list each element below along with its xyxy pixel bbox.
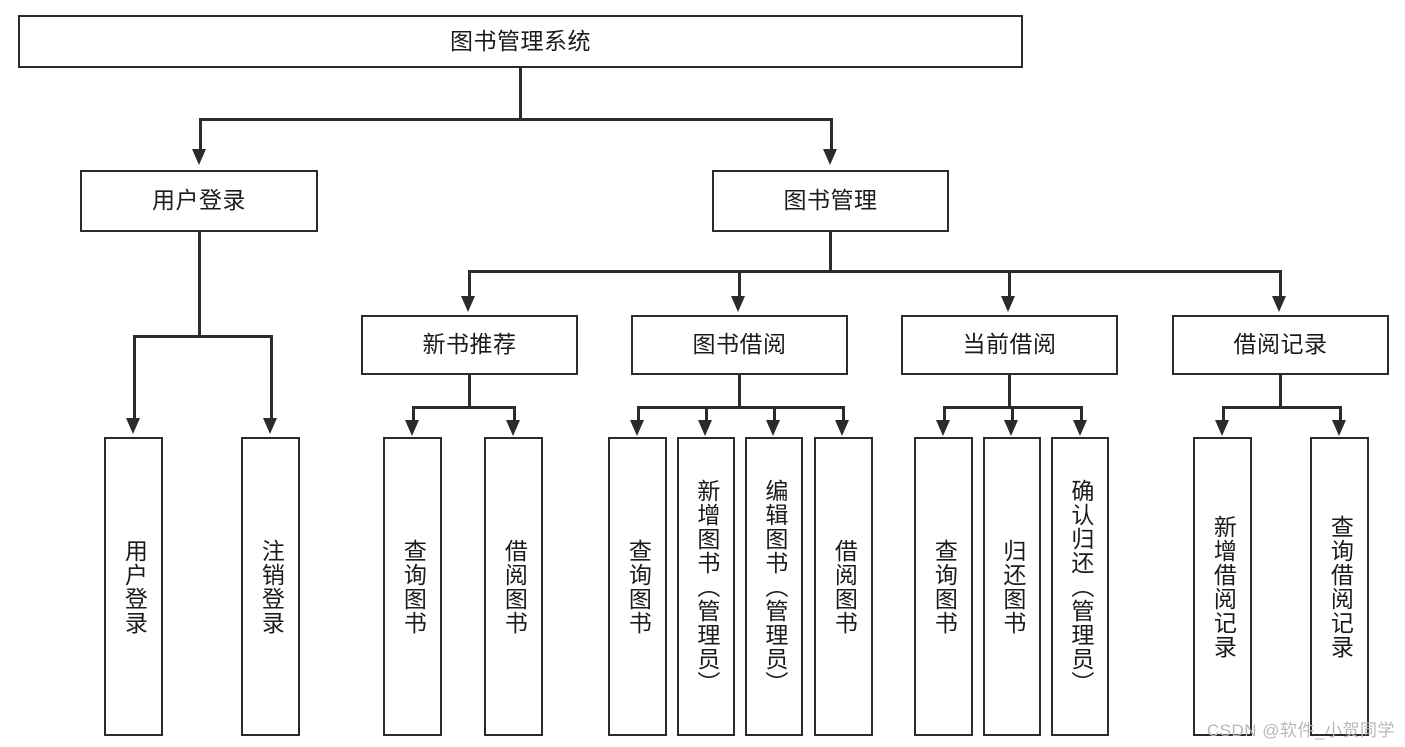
connector-book-borrow-drop-3 [773, 406, 776, 422]
arrow-down-icon [835, 420, 849, 436]
node-borrow-records[interactable]: 借阅记录 [1172, 315, 1389, 375]
connector-level3-drop-4 [1279, 270, 1282, 298]
arrow-down-icon [506, 420, 520, 436]
leaf-borrow-book-recommend[interactable]: 借阅图书 [484, 437, 543, 736]
connector-current-borrow-drop-2 [1011, 406, 1014, 422]
arrow-down-icon [1073, 420, 1087, 436]
node-label: 新增图书（管理员） [693, 478, 720, 695]
connector-book-borrow-drop-1 [637, 406, 640, 422]
leaf-user-logout[interactable]: 注销登录 [241, 437, 300, 736]
node-new-book-recommend[interactable]: 新书推荐 [361, 315, 578, 375]
node-label: 借阅记录 [1233, 331, 1328, 358]
node-label: 新增借阅记录 [1210, 514, 1237, 659]
leaf-query-book-recommend[interactable]: 查询图书 [383, 437, 442, 736]
node-label: 编辑图书（管理员） [761, 478, 788, 695]
connector-new-book-bar [412, 406, 515, 409]
connector-book-borrow-drop-2 [705, 406, 708, 422]
node-label: 查询图书 [931, 538, 958, 635]
connector-book-borrow-drop-4 [842, 406, 845, 422]
node-label: 用户登录 [121, 538, 148, 635]
arrow-down-icon [1215, 420, 1229, 436]
connector-new-book-drop-2 [513, 406, 516, 422]
node-root-book-management-system[interactable]: 图书管理系统 [18, 15, 1023, 68]
node-label: 图书管理系统 [450, 27, 591, 54]
arrow-down-icon [405, 420, 419, 436]
arrow-down-icon [461, 296, 475, 312]
arrow-down-icon [731, 296, 745, 312]
node-book-management[interactable]: 图书管理 [712, 170, 949, 232]
connector-level2-bar [199, 118, 832, 121]
leaf-borrow-book[interactable]: 借阅图书 [814, 437, 873, 736]
node-label: 图书管理 [783, 187, 878, 214]
arrow-down-icon [936, 420, 950, 436]
connector-user-login-bar [133, 335, 273, 338]
connector-borrow-records-drop-1 [1222, 406, 1225, 422]
connector-book-borrow-stem [738, 375, 741, 408]
connector-level3-drop-2 [738, 270, 741, 298]
arrow-down-icon [766, 420, 780, 436]
connector-borrow-records-drop-2 [1339, 406, 1342, 422]
arrow-down-icon [1001, 296, 1015, 312]
connector-current-borrow-stem [1008, 375, 1011, 408]
node-book-borrow[interactable]: 图书借阅 [631, 315, 848, 375]
connector-borrow-records-bar [1222, 406, 1341, 409]
watermark: CSDN @软件_小贺同学 [1206, 721, 1395, 740]
node-label: 查询图书 [625, 538, 652, 635]
connector-level3-drop-1 [468, 270, 471, 298]
node-label: 用户登录 [152, 187, 246, 214]
node-current-borrow[interactable]: 当前借阅 [901, 315, 1118, 375]
leaf-query-book-borrow[interactable]: 查询图书 [608, 437, 667, 736]
arrow-down-icon [630, 420, 644, 436]
connector-current-borrow-drop-3 [1080, 406, 1083, 422]
arrow-down-icon [1332, 420, 1346, 436]
connector-borrow-records-stem [1279, 375, 1282, 408]
arrow-down-icon [1272, 296, 1286, 312]
node-label: 归还图书 [999, 538, 1026, 635]
connector-level3-drop-3 [1008, 270, 1011, 298]
leaf-edit-book-admin[interactable]: 编辑图书（管理员） [745, 437, 803, 736]
connector-book-borrow-bar [637, 406, 844, 409]
arrow-down-icon [263, 418, 277, 434]
node-label: 确认归还（管理员） [1067, 478, 1094, 695]
connector-user-login-drop-2 [270, 335, 273, 420]
node-label: 查询借阅记录 [1327, 514, 1354, 659]
leaf-add-book-admin[interactable]: 新增图书（管理员） [677, 437, 735, 736]
connector-new-book-stem [468, 375, 471, 408]
leaf-query-book-current[interactable]: 查询图书 [914, 437, 973, 736]
node-label: 注销登录 [258, 538, 285, 635]
node-user-login[interactable]: 用户登录 [80, 170, 318, 232]
node-label: 新书推荐 [422, 331, 517, 358]
connector-level2-drop-1 [199, 118, 202, 151]
connector-user-login-drop-1 [133, 335, 136, 420]
leaf-confirm-return-admin[interactable]: 确认归还（管理员） [1051, 437, 1109, 736]
leaf-user-login[interactable]: 用户登录 [104, 437, 163, 736]
arrow-down-icon [698, 420, 712, 436]
connector-current-borrow-drop-1 [943, 406, 946, 422]
leaf-add-borrow-record[interactable]: 新增借阅记录 [1193, 437, 1252, 736]
connector-root-stem [519, 68, 522, 120]
node-label: 图书借阅 [692, 331, 787, 358]
arrow-down-icon [1004, 420, 1018, 436]
connector-level2-drop-2 [830, 118, 833, 151]
arrow-down-icon [823, 149, 837, 165]
node-label: 借阅图书 [831, 538, 858, 635]
arrow-down-icon [126, 418, 140, 434]
node-label: 当前借阅 [962, 331, 1057, 358]
arrow-down-icon [192, 149, 206, 165]
leaf-query-borrow-record[interactable]: 查询借阅记录 [1310, 437, 1369, 736]
connector-level3-bar [468, 270, 1281, 273]
connector-new-book-drop-1 [412, 406, 415, 422]
node-label: 查询图书 [400, 538, 427, 635]
leaf-return-book[interactable]: 归还图书 [983, 437, 1041, 736]
connector-user-login-stem [198, 232, 201, 335]
node-label: 借阅图书 [501, 538, 528, 635]
connector-book-management-stem [829, 232, 832, 272]
